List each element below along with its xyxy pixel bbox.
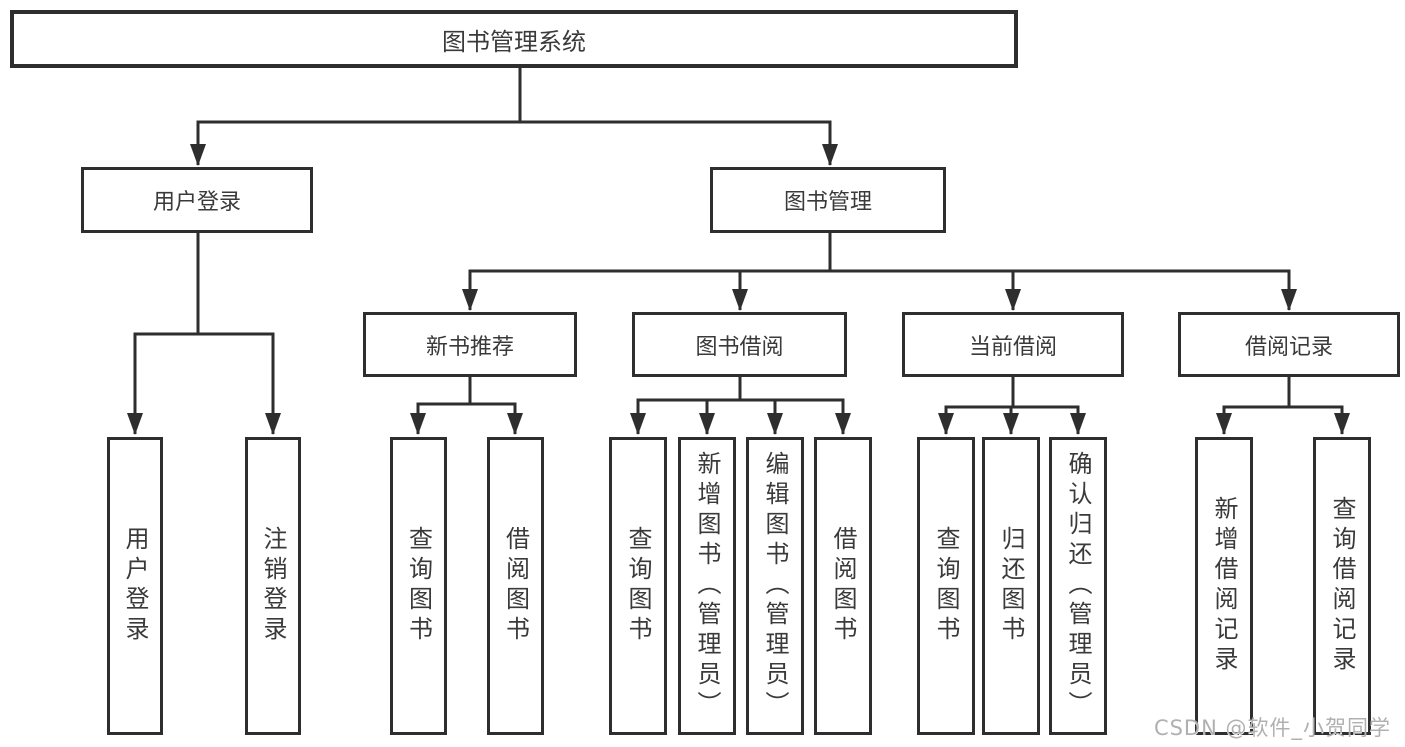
node-current-borrowing: 当前借阅 [902,312,1124,377]
node-user-login-leaf: 用户登录 [107,437,163,735]
node-query-borrow-record: 查询借阅记录 [1313,437,1371,735]
node-label: 用户登录 [121,526,149,646]
node-borrowing-records: 借阅记录 [1178,312,1400,377]
watermark: CSDN @软件_小贺同学 [1153,716,1391,740]
node-query-books-current: 查询图书 [917,437,975,735]
node-add-borrow-record: 新增借阅记录 [1195,437,1253,735]
connector-lines [133,68,1344,409]
node-label: 新增借阅记录 [1210,496,1238,676]
node-book-management: 图书管理 [710,167,946,233]
node-new-book-recommend: 新书推荐 [363,312,577,377]
node-label: 查询图书 [932,526,960,646]
node-label: 借阅图书 [501,526,530,646]
node-query-books-recommend: 查询图书 [390,437,447,735]
node-confirm-return-admin: 确认归还（管理员） [1049,437,1107,735]
node-user-login: 用户登录 [81,167,313,233]
node-label: 确认归还（管理员） [1064,451,1092,721]
node-borrow-books-borrowing: 借阅图书 [814,437,872,735]
node-label: 查询借阅记录 [1328,496,1356,676]
node-label: 编辑图书（管理员） [761,451,789,721]
node-book-borrowing: 图书借阅 [632,312,847,377]
node-library-management-system: 图书管理系统 [10,10,1018,68]
node-return-book: 归还图书 [982,437,1040,735]
node-label: 归还图书 [997,526,1025,646]
node-query-books-borrowing: 查询图书 [609,437,667,735]
node-label: 借阅图书 [829,526,857,646]
connector-arrows [127,122,1350,435]
node-edit-book-admin: 编辑图书（管理员） [746,437,804,735]
node-label: 注销登录 [259,526,287,646]
node-add-book-admin: 新增图书（管理员） [678,437,736,735]
node-label: 查询图书 [624,526,652,646]
node-label: 查询图书 [404,526,433,646]
node-logout: 注销登录 [245,437,301,735]
node-borrow-books-recommend: 借阅图书 [487,437,544,735]
node-label: 新增图书（管理员） [693,451,721,721]
